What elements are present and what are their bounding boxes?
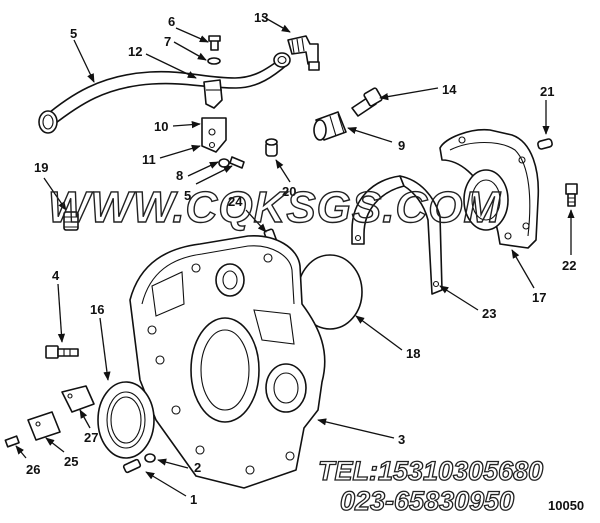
o-ring-part-2 (144, 453, 156, 463)
bracket-part (201, 117, 227, 153)
dowel-pin-part (537, 138, 553, 150)
watermark-phone: 023-65830950 (340, 486, 514, 516)
set-screw-part (63, 211, 79, 231)
seal-housing-part (439, 128, 540, 249)
callout-6: 6 (168, 14, 175, 29)
screw-part-26 (4, 435, 20, 448)
callout-3: 3 (398, 432, 405, 447)
callout-5b: 5 (184, 188, 191, 203)
hose-part (38, 52, 291, 134)
leader-lines (15, 15, 575, 497)
flywheel-housing-part (129, 235, 326, 489)
callout-16: 16 (90, 302, 104, 317)
bolt-part-4 (45, 345, 79, 359)
watermark-site: WWW.CQKSGS.COM (48, 183, 501, 232)
callout-7: 7 (164, 34, 171, 49)
callout-12: 12 (128, 44, 142, 59)
callout-27: 27 (84, 430, 98, 445)
callout-19: 19 (34, 160, 48, 175)
callout-22: 22 (562, 258, 576, 273)
callout-10: 10 (154, 119, 168, 134)
callout-18: 18 (406, 346, 420, 361)
callout-1: 1 (190, 492, 197, 507)
callout-8: 8 (176, 168, 183, 183)
screw-part-6 (207, 35, 221, 65)
diagram-code: 10050 (548, 498, 584, 513)
cover-plate-part-27 (61, 385, 95, 413)
adapter-fitting-part (351, 87, 383, 117)
callout-24: 24 (228, 194, 243, 209)
connector-fitting-part (313, 111, 347, 141)
elbow-fitting-part (287, 35, 320, 71)
watermark-tel: TEL:15310305680 (318, 456, 543, 486)
watermark: WWW.CQKSGS.COM TEL:15310305680 023-65830… (47, 182, 584, 516)
pin-part-1 (122, 458, 142, 474)
callout-23: 23 (482, 306, 496, 321)
arc-gasket-part (351, 175, 443, 295)
bolt-part-22 (565, 183, 578, 207)
callout-17: 17 (532, 290, 546, 305)
callout-labels: 5 6 7 12 13 10 11 8 5 20 14 9 21 22 17 2… (26, 10, 576, 507)
callout-14: 14 (442, 82, 457, 97)
callout-20: 20 (282, 184, 296, 199)
hose-clamp-part (203, 79, 223, 109)
callout-25: 25 (64, 454, 78, 469)
callout-9: 9 (398, 138, 405, 153)
cover-plate-part-25 (27, 411, 61, 441)
callout-4: 4 (52, 268, 60, 283)
callout-21: 21 (540, 84, 554, 99)
callout-11: 11 (142, 152, 156, 167)
cap-plug-part (265, 138, 278, 157)
callout-13: 13 (254, 10, 268, 25)
callout-5: 5 (70, 26, 77, 41)
seal-ring-part (97, 381, 155, 459)
callout-26: 26 (26, 462, 40, 477)
callout-2: 2 (194, 460, 201, 475)
bolt-part-8 (218, 156, 245, 169)
